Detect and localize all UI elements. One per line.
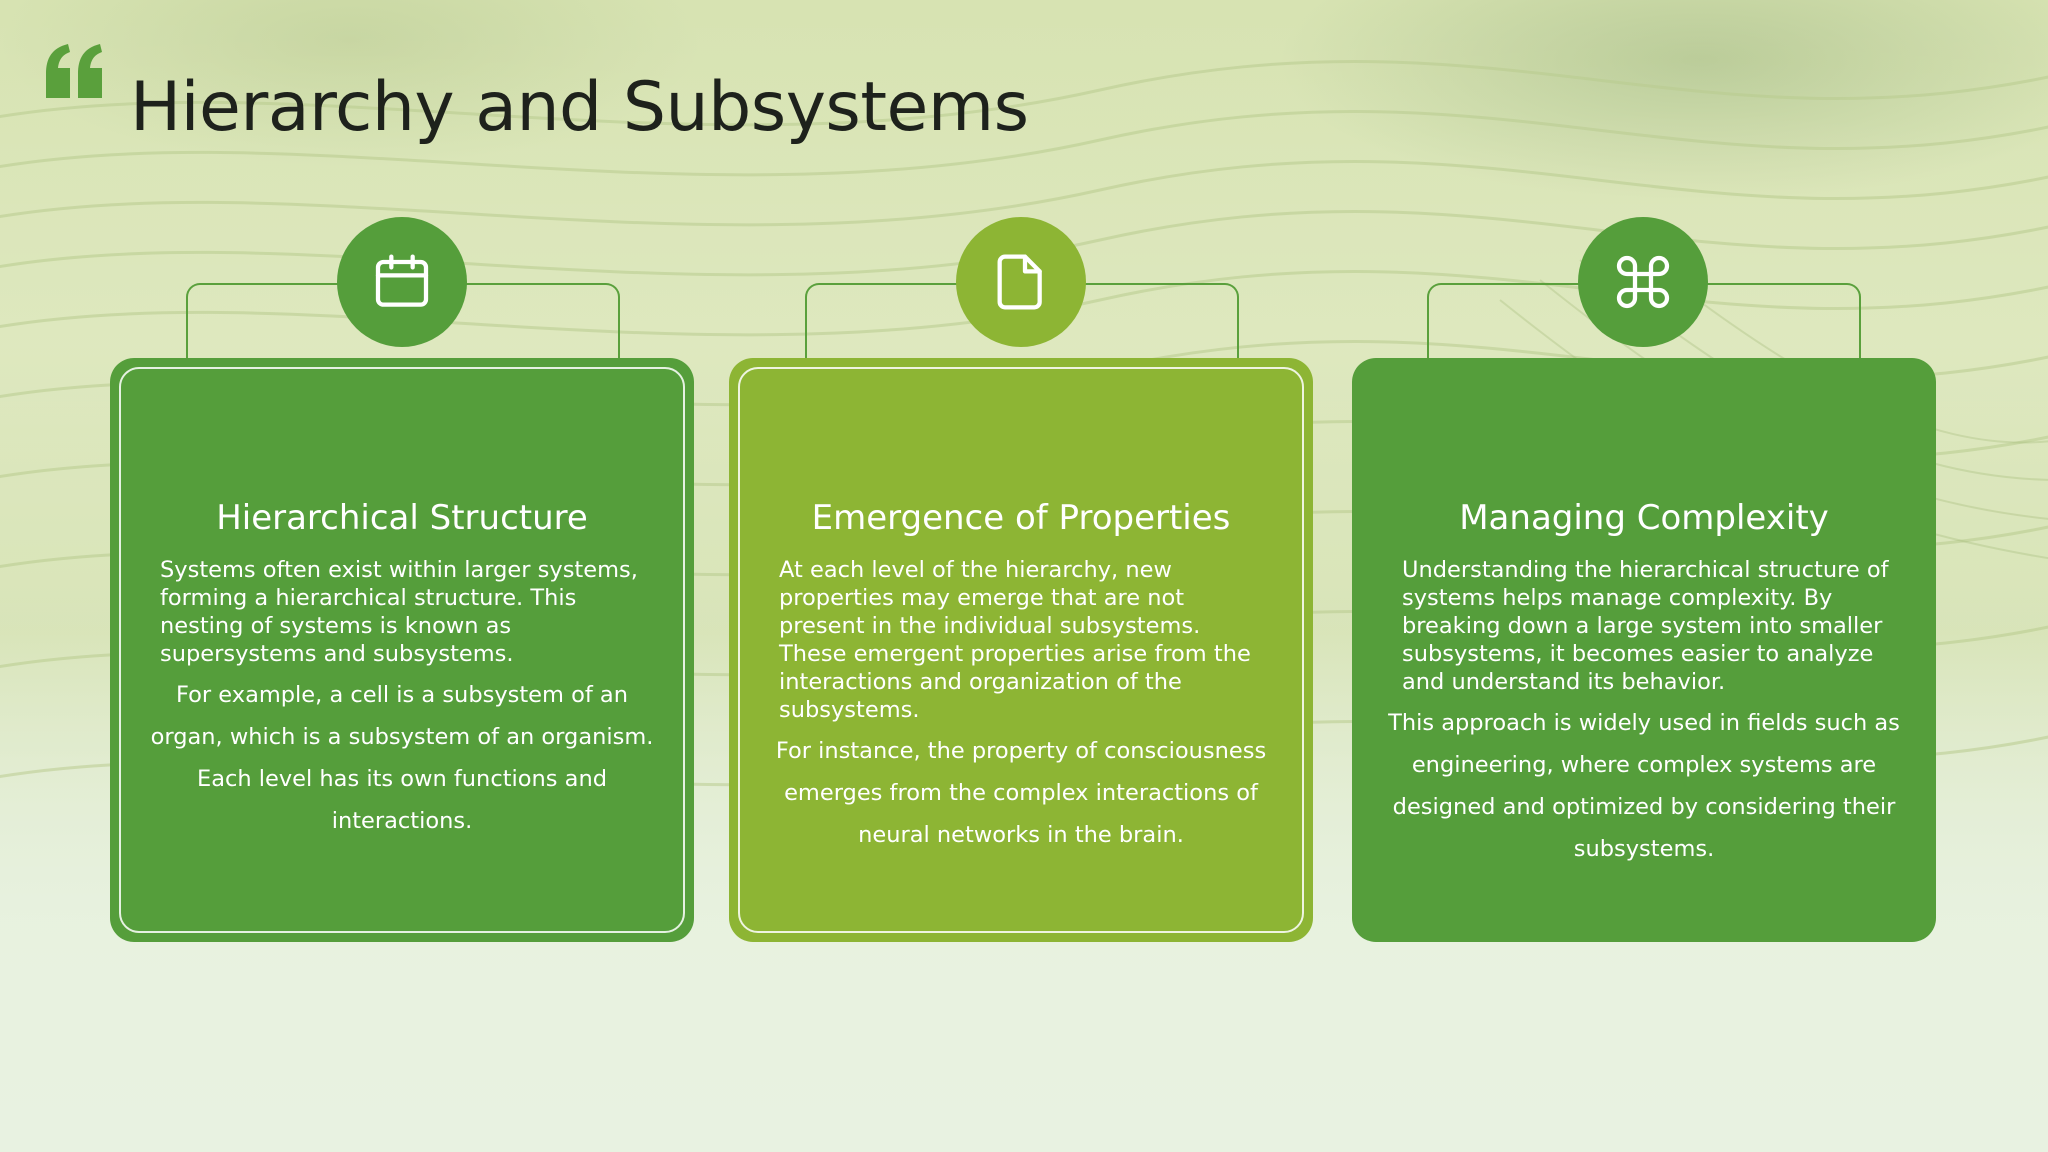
card-paragraph: At each level of the hierarchy, new prop… xyxy=(779,557,1251,723)
card-inner-border xyxy=(738,367,1304,933)
card-paragraph: Understanding the hierarchical structure… xyxy=(1402,557,1889,695)
command-icon xyxy=(1616,255,1670,309)
card-emergence-of-properties: Emergence of Properties At each level of… xyxy=(729,358,1313,942)
card-paragraph: Systems often exist within larger system… xyxy=(160,557,638,667)
card-paragraph-example: This approach is widely used in fields s… xyxy=(1388,710,1900,862)
icon-circle-3 xyxy=(1578,217,1708,347)
card-title: Hierarchical Structure xyxy=(216,498,588,538)
quote-mark-icon xyxy=(46,44,102,98)
document-icon xyxy=(997,254,1042,310)
card-inner-border xyxy=(119,367,685,933)
card-paragraph-example: For instance, the property of consciousn… xyxy=(775,738,1267,848)
card-hierarchical-structure: Hierarchical Structure Systems often exi… xyxy=(110,358,694,942)
calendar-icon xyxy=(375,254,429,307)
card-managing-complexity: Managing Complexity Understanding the hi… xyxy=(1352,358,1936,942)
card-title: Emergence of Properties xyxy=(811,498,1231,538)
icon-circle-2 xyxy=(956,217,1086,347)
card-paragraph-example: For example, a cell is a subsystem of an… xyxy=(150,682,654,834)
slide-title: Hierarchy and Subsystems xyxy=(130,68,1029,147)
icon-circle-1 xyxy=(337,217,467,347)
card-title: Managing Complexity xyxy=(1459,498,1829,538)
